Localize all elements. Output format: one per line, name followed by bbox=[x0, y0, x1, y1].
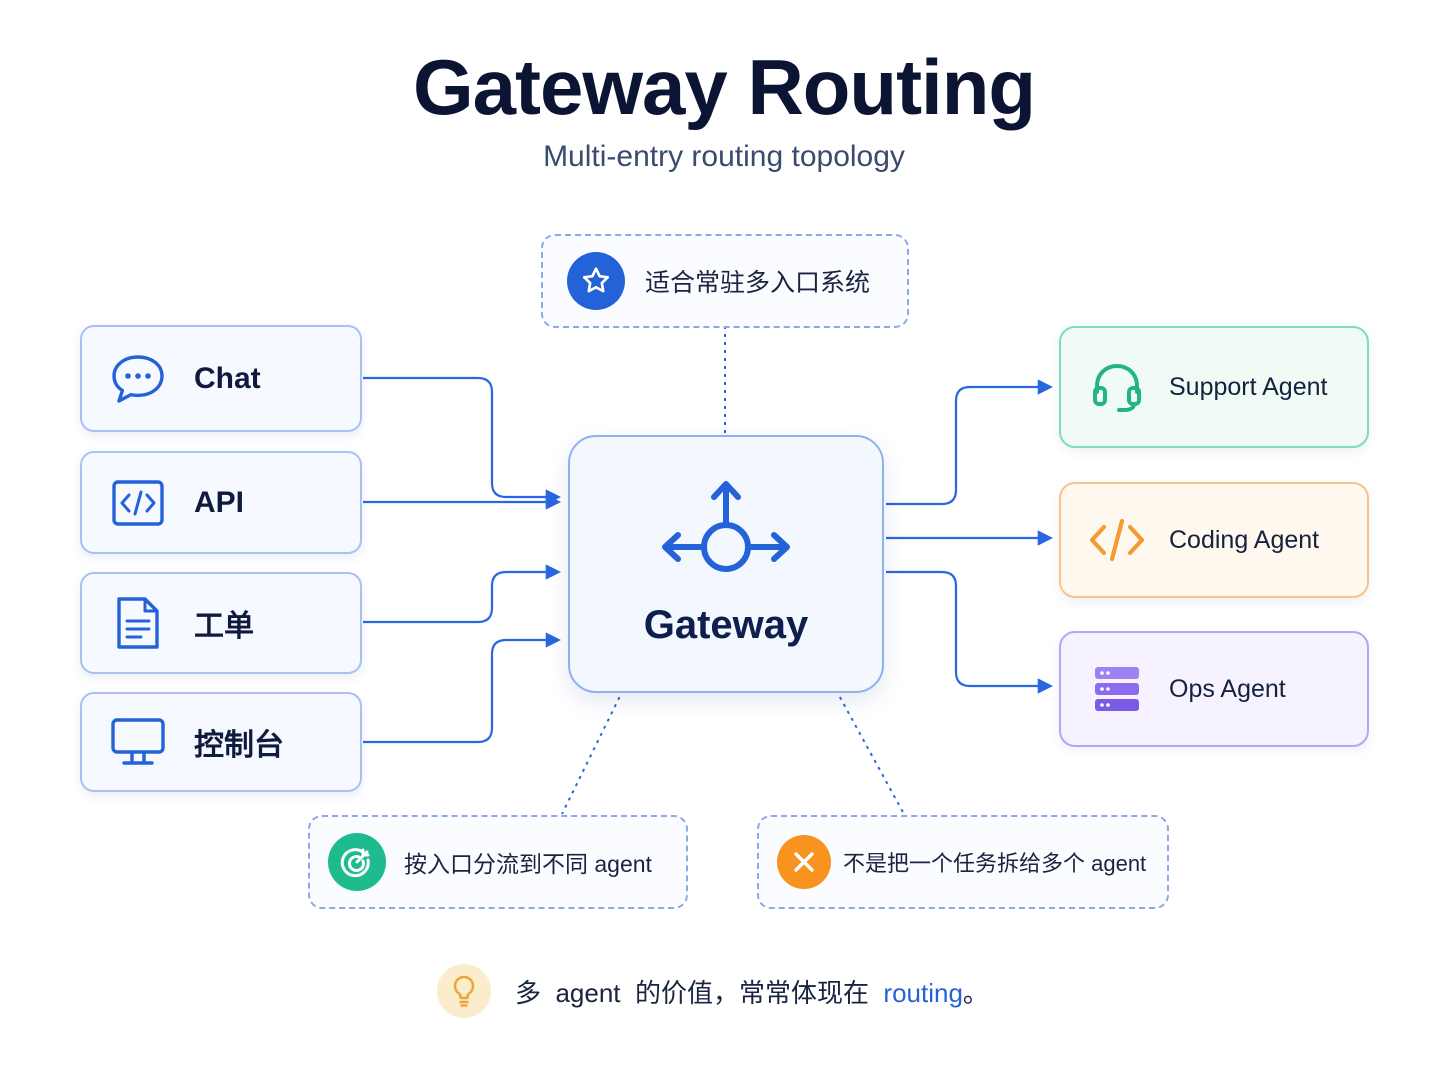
agent-coding: Coding Agent bbox=[1059, 482, 1369, 598]
entry-console: 控制台 bbox=[80, 692, 362, 792]
page-title: Gateway Routing bbox=[412, 43, 1036, 131]
code-brackets-icon bbox=[1087, 510, 1147, 570]
entry-api: API bbox=[80, 451, 362, 554]
edge-gateway-support bbox=[886, 379, 1054, 506]
entry-chat: Chat bbox=[80, 325, 362, 432]
top-note-text: 适合常驻多入口系统 bbox=[645, 269, 871, 297]
footer-suffix: 。 bbox=[962, 977, 989, 1008]
chat-bubble-icon bbox=[108, 349, 168, 409]
edge-chat-gateway bbox=[363, 376, 562, 505]
entry-ticket: 工单 bbox=[80, 572, 362, 674]
footer-text: 多 agent 的价值，常常体现在 routing。 bbox=[515, 973, 989, 1010]
footer-prefix: 多 agent 的价值，常常体现在 bbox=[515, 977, 884, 1008]
code-icon bbox=[108, 473, 168, 533]
top-note: 适合常驻多入口系统 bbox=[541, 234, 909, 328]
entry-label: Chat bbox=[194, 361, 261, 395]
left-note: 按入口分流到不同 agent bbox=[308, 815, 688, 909]
agent-label: Support Agent bbox=[1169, 372, 1328, 401]
entry-label: 工单 bbox=[194, 610, 254, 643]
agent-label: Coding Agent bbox=[1169, 525, 1320, 554]
star-icon bbox=[567, 252, 625, 310]
entry-label: API bbox=[194, 485, 245, 519]
entry-label: 控制台 bbox=[194, 729, 284, 762]
server-icon bbox=[1087, 659, 1147, 719]
lightbulb-icon bbox=[437, 964, 491, 1018]
edge-gateway-ops bbox=[886, 570, 1054, 694]
gateway-node: Gateway bbox=[568, 435, 884, 693]
headset-icon bbox=[1087, 357, 1147, 417]
left-note-text: 按入口分流到不同 agent bbox=[404, 851, 652, 877]
edge-console-gateway bbox=[363, 632, 562, 744]
agent-label: Ops Agent bbox=[1169, 674, 1286, 703]
right-note-text: 不是把一个任务拆给多个 agent bbox=[843, 851, 1147, 876]
right-note: 不是把一个任务拆给多个 agent bbox=[757, 815, 1169, 909]
page-subtitle: Multi-entry routing topology bbox=[543, 140, 905, 173]
target-icon bbox=[328, 833, 386, 891]
agent-support: Support Agent bbox=[1059, 326, 1369, 448]
edge-left-note bbox=[561, 689, 624, 815]
footer-highlight: routing bbox=[883, 977, 963, 1008]
routing-arrows-icon bbox=[658, 477, 794, 582]
document-icon bbox=[108, 593, 168, 653]
gateway-label: Gateway bbox=[643, 603, 809, 647]
edge-ticket-gateway bbox=[363, 564, 562, 624]
edge-right-note bbox=[835, 689, 905, 815]
monitor-icon bbox=[108, 712, 168, 772]
x-icon bbox=[777, 835, 831, 889]
agent-ops: Ops Agent bbox=[1059, 631, 1369, 747]
footer: 多 agent 的价值，常常体现在 routing。 bbox=[437, 963, 989, 1019]
